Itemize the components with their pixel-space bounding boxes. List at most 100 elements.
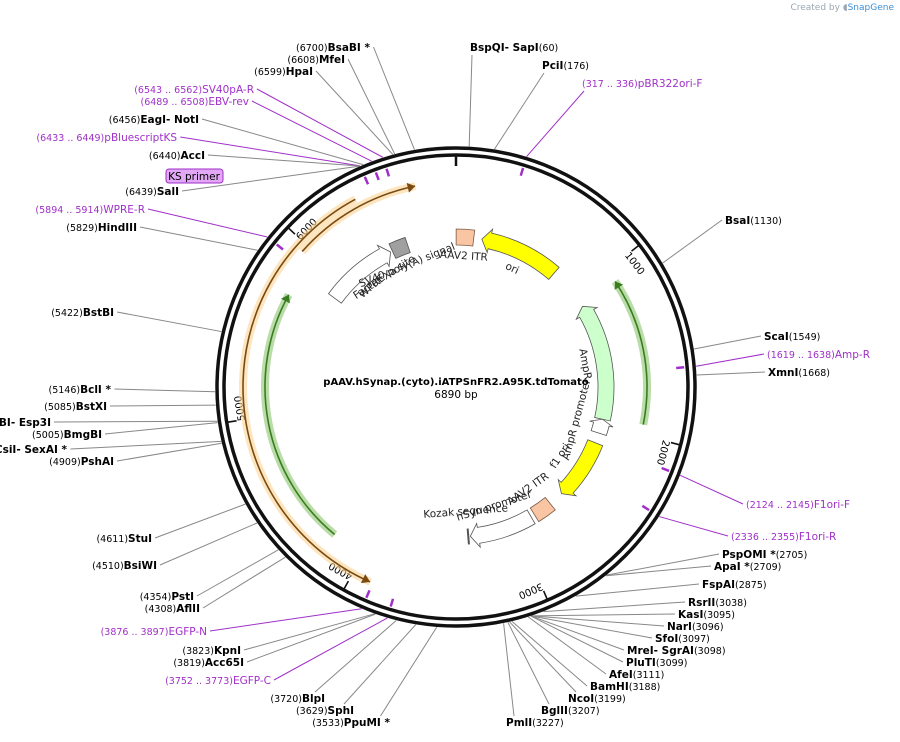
site-csii[interactable]: (4918)CsiI- SexAI * [0,444,68,456]
site-label-text: NcoI(3199) [568,693,626,705]
site-bsabi[interactable]: (6700)BsaBI * [296,42,370,54]
site-label-part: (3111) [633,670,665,681]
site-kasi[interactable]: KasI(3095) [678,609,735,621]
site-label-part: PshAI [81,456,114,468]
site-fspai[interactable]: FspAI(2875) [702,579,767,591]
site-bstbi[interactable]: (5422)BstBI [51,307,114,319]
site-label-part: AccI [181,150,205,162]
tick-label: 2000 [654,439,671,466]
site-leader-line [256,88,384,158]
site-sv40pa-r[interactable]: (6543 .. 6562)SV40pA-R [134,84,254,96]
site-pbluescriptks[interactable]: (6433 .. 6449)pBluescriptKS [36,132,177,144]
site-hpai[interactable]: (6599)HpaI [254,66,313,78]
site-leader-line [314,620,397,693]
site-bspqi[interactable]: BspQI- SapI(60) [470,42,558,54]
orf-arrowhead [281,294,290,304]
site-sphi[interactable]: (3629)SphI [296,705,354,717]
site-label-part: Amp-R [835,349,870,361]
site-pspomi[interactable]: PspOMI *(2705) [722,549,807,561]
site-sali[interactable]: (6439)SalI [125,186,179,198]
site-ebv-rev[interactable]: (6489 .. 6508)EBV-rev [141,96,250,108]
site-f1ori-r[interactable]: (2336 .. 2355)F1ori-R [731,531,836,543]
site-acci[interactable]: (6440)AccI [149,150,205,162]
site-ppumi[interactable]: (3533)PpuMI * [312,717,390,729]
site-pshai[interactable]: (4909)PshAI [49,456,114,468]
site-label-part: BmgBI [64,429,102,441]
feature-aav2-itr-right[interactable] [529,496,556,523]
site-egfp-c[interactable]: (3752 .. 3773)EGFP-C [165,675,271,687]
site-bmgbi[interactable]: (5005)BmgBI [32,429,102,441]
site-blpi[interactable]: (3720)BlpI [270,693,325,705]
site-label-text: MreI- SgrAI(3098) [627,645,726,657]
site-pmli[interactable]: PmlI(3227) [506,717,564,729]
site-label-text: FspAI(2875) [702,579,767,591]
site-label-text: (5829)HindIII [66,222,137,234]
tick-mark [226,419,237,424]
site-bstxi[interactable]: (5085)BstXI [44,401,107,413]
site-label-part: PciI [542,60,563,72]
site-pluti[interactable]: PluTI(3099) [626,657,687,669]
feature-f1-ori[interactable] [557,439,604,497]
site-leader-line [530,615,624,663]
feature-kozak[interactable] [466,528,470,545]
site-bglii[interactable]: BglII(3207) [541,705,600,717]
site-stui[interactable]: (4611)StuI [96,533,152,545]
site-label-part: (6608) [287,55,319,66]
site-label-text: PciI(176) [542,60,589,72]
site-bsiwi[interactable]: (4510)BsiWI [92,560,157,572]
site-nari[interactable]: NarI(3096) [667,621,724,633]
feature-hsyn-promoter[interactable] [469,509,536,549]
site-label-part: (3533) [312,718,344,729]
site-label-part: FspAI [702,579,735,591]
feature-ori[interactable] [481,228,560,280]
site-acc65i[interactable]: (3819)Acc65I [173,657,244,669]
site-label-part: (4909) [49,457,81,468]
site-bsai[interactable]: BsaI(1130) [725,215,782,227]
site-f1ori-f[interactable]: (2124 .. 2145)F1ori-F [746,499,850,511]
site-afei[interactable]: AfeI(3111) [609,669,664,681]
site-label-text: (3823)KpnI [182,645,241,657]
site-eagi[interactable]: (6456)EagI- NotI [109,114,199,126]
site-label-text: (6599)HpaI [254,66,313,78]
site-wpre-r[interactable]: (5894 .. 5914)WPRE-R [35,204,145,216]
site-label-part: Acc65I [205,657,244,669]
site-amp-r[interactable]: (1619 .. 1638)Amp-R [767,349,870,361]
site-label-part: (5422) [51,308,83,319]
site-psti[interactable]: (4354)PstI [140,591,194,603]
site-bamhi[interactable]: BamHI(3188) [590,681,660,693]
site-xmni[interactable]: XmnI(1668) [768,367,830,379]
site-bsmbi[interactable]: (5011)BsmBI- Esp3I [0,417,51,429]
ks-primer-badge[interactable]: KS primer [165,168,224,184]
site-pbr322ori-f[interactable]: (317 .. 336)pBR322ori-F [582,78,702,90]
site-pcii[interactable]: PciI(176) [542,60,589,72]
site-leader-line [507,622,550,705]
site-rsrii[interactable]: RsrII(3038) [688,597,747,609]
site-label-text: AfeI(3111) [609,669,664,681]
orf-arcs [239,182,651,586]
feature-aav2-itr-left[interactable] [455,228,476,247]
site-labels[interactable]: (6700)BsaBI *(6608)MfeI(6599)HpaI(6543 .… [0,42,870,729]
site-label-text: (6489 .. 6508)EBV-rev [141,96,250,108]
feature-wpre[interactable] [327,244,391,304]
site-hindiii[interactable]: (5829)HindIII [66,222,137,234]
site-apai[interactable]: ApaI *(2709) [714,561,781,573]
site-egfp-n[interactable]: (3876 .. 3897)EGFP-N [101,626,207,638]
site-ncoi[interactable]: NcoI(3199) [568,693,626,705]
site-mrei[interactable]: MreI- SgrAI(3098) [627,645,726,657]
site-leader-line [343,624,417,705]
site-aflii[interactable]: (4308)AflII [145,603,200,615]
site-sfoi[interactable]: SfoI(3097) [655,633,710,645]
feature-sv40-polya[interactable] [388,236,411,259]
feature-ampr-promoter[interactable] [589,418,614,437]
site-label-text: (3876 .. 3897)EGFP-N [101,626,207,638]
feature-ampr[interactable] [575,305,615,422]
site-label-text: (4308)AflII [145,603,200,615]
site-mfei[interactable]: (6608)MfeI [287,54,345,66]
primer-mark [519,167,525,177]
site-bcli[interactable]: (5146)BclI * [49,384,112,396]
site-scai[interactable]: ScaI(1549) [764,331,820,343]
site-kpni[interactable]: (3823)KpnI [182,645,241,657]
site-label-text: RsrII(3038) [688,597,747,609]
feature-label-ori: ori [503,260,520,277]
site-label-part: * [102,384,112,396]
